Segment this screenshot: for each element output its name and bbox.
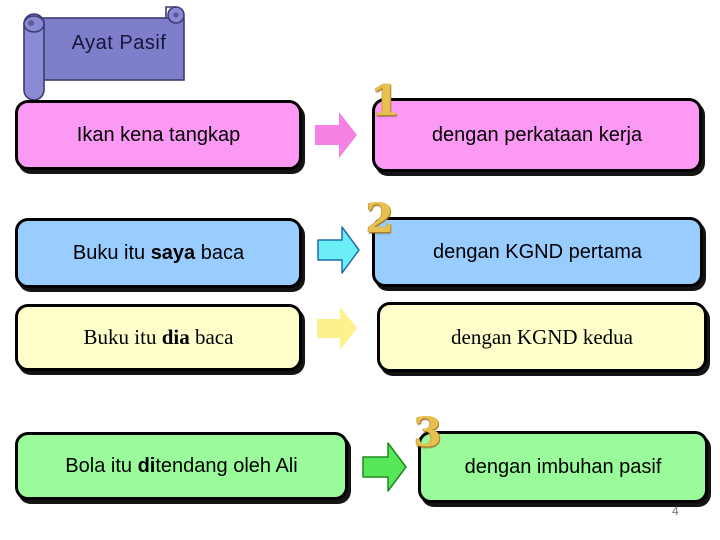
example-text: Buku itu saya baca — [72, 241, 245, 264]
explanation-box-perkataan-kerja: dengan perkataan kerja — [372, 98, 702, 172]
explanation-box-kgnd-kedua: dengan KGND kedua — [377, 302, 707, 372]
arrow-right-icon — [362, 441, 408, 493]
example-box-saya: Buku itu saya baca — [15, 218, 302, 288]
arrow-right-icon — [317, 225, 361, 275]
explanation-box-imbuhan-pasif: dengan imbuhan pasif — [418, 431, 708, 503]
arrow-right-icon — [315, 111, 358, 159]
scroll-shape-icon — [23, 6, 185, 101]
arrow-right-icon — [317, 306, 358, 351]
example-box-dia: Buku itu dia baca — [15, 304, 302, 371]
explanation-text: dengan KGND pertama — [432, 240, 642, 263]
example-box-kena: Ikan kena tangkap — [15, 100, 302, 170]
example-text: Buku itu dia baca — [83, 325, 234, 349]
example-box-ditendang: Bola itu ditendang oleh Ali — [15, 432, 348, 500]
explanation-box-kgnd-pertama: dengan KGND pertama — [372, 217, 703, 287]
example-text: Ikan kena tangkap — [76, 123, 241, 146]
title-banner: Ayat Pasif — [14, 4, 198, 104]
number-3-decoration: 3 — [414, 409, 442, 456]
page-number: 4 — [672, 504, 679, 518]
explanation-text: dengan perkataan kerja — [431, 123, 643, 146]
explanation-text: dengan KGND kedua — [451, 324, 633, 349]
number-2-decoration: 2 — [366, 195, 394, 242]
number-1-decoration: 1 — [371, 76, 401, 125]
example-text: Bola itu ditendang oleh Ali — [65, 454, 298, 477]
slide-title: Ayat Pasif — [71, 32, 167, 54]
explanation-text: dengan imbuhan pasif — [464, 455, 662, 478]
